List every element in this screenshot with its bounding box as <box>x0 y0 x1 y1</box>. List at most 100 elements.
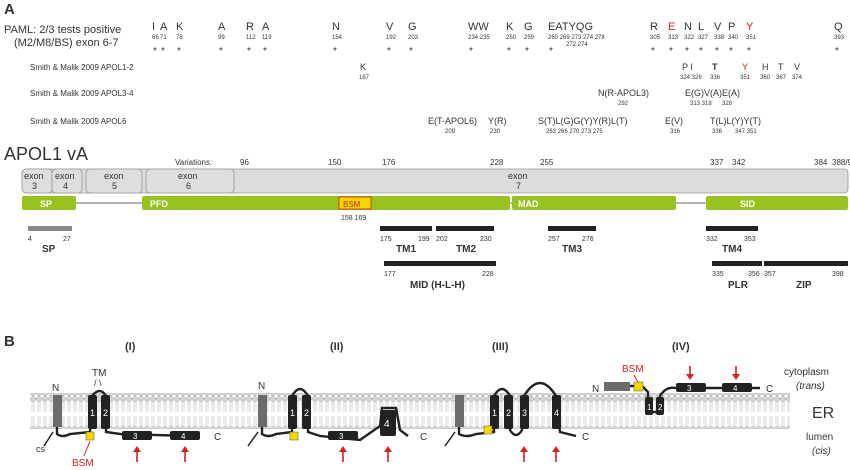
tm3-bar <box>548 226 596 231</box>
red-arrow-head <box>732 374 740 380</box>
signal-peptide <box>604 382 630 391</box>
site-aa: K <box>506 21 514 33</box>
site-pos: 203 <box>408 35 419 41</box>
row3-pos: 230 <box>490 129 501 135</box>
site-aa: A <box>262 21 270 33</box>
c-terminus: C <box>214 432 221 443</box>
exon-label: exon <box>24 171 44 181</box>
row2-label: Smith & Malik 2009 APOL3-4 <box>30 89 134 98</box>
row1-item: K <box>360 62 366 72</box>
row1-pos: 367 <box>776 75 787 81</box>
tm4-bar <box>706 226 758 231</box>
seg-num: 3 <box>339 432 344 441</box>
domain-sid <box>706 196 848 210</box>
c-terminus: C <box>420 432 427 443</box>
exon-label: exon <box>508 171 528 181</box>
red-arrow-head <box>686 374 694 380</box>
row2-pos: 292 <box>618 101 629 107</box>
site-star: * <box>333 46 337 57</box>
row3-pos: 347 351 <box>735 129 757 135</box>
tm-label: TM <box>92 368 106 379</box>
row1-pos: 336 <box>710 75 721 81</box>
seg-num: 4 <box>181 432 186 441</box>
cs-arrow <box>247 431 259 447</box>
seg-num: 4 <box>384 419 390 430</box>
signal-peptide <box>258 395 267 427</box>
row1-pos: 167 <box>359 75 370 81</box>
panel-a-label: A <box>4 1 15 18</box>
seg-num: 4 <box>733 384 738 393</box>
row1-pos: 351 <box>740 75 751 81</box>
row3-pos: 263 266 270 273 275 <box>546 129 603 135</box>
tm-segment-1 <box>88 395 97 429</box>
red-arrow-head <box>181 446 189 452</box>
site-aa: A <box>160 21 168 33</box>
site-pos: 313 <box>668 35 679 41</box>
site-pos: 112 <box>246 35 256 41</box>
cs-arrow <box>43 431 54 447</box>
site-pos: 259 <box>524 35 535 41</box>
tm4-start: 332 <box>706 236 718 243</box>
bsm-label-red: BSM <box>622 364 644 375</box>
site-star: * <box>549 46 553 57</box>
domain-sp <box>22 196 76 210</box>
row1-item: T <box>778 62 784 72</box>
variation-pos: 337 <box>710 158 724 167</box>
site-pos: 119 <box>262 35 272 41</box>
tm3-end: 276 <box>582 236 594 243</box>
row2-item: N(R-APOL3) <box>598 88 649 98</box>
row3-item: E(T-APOL6) <box>428 116 477 126</box>
sp-start: 4 <box>28 236 32 243</box>
segment-3 <box>676 383 706 392</box>
exon-box <box>145 168 235 194</box>
site-aa: G <box>524 21 533 33</box>
site-aa: Q <box>834 21 843 33</box>
seg-num: 4 <box>554 408 559 418</box>
variation-pos: 255 <box>540 158 554 167</box>
row1-pos: 360 <box>760 75 771 81</box>
domain-label: PFD <box>150 199 169 209</box>
domain-label: MAD <box>518 199 539 209</box>
row1-label: Smith & Malik 2009 APOL1-2 <box>30 63 134 72</box>
bsm-marker <box>289 431 299 441</box>
seg-num: 3 <box>687 384 692 393</box>
site-star: * <box>469 46 473 57</box>
bsm-label: BSM <box>343 200 361 209</box>
tm-slashes: / \ <box>94 378 102 388</box>
paml-header-line2: (M2/M8/BS) exon 6-7 <box>14 37 119 49</box>
red-arrow-head <box>552 446 560 452</box>
tm1-bar <box>380 226 432 231</box>
site-aa: EATYQG <box>548 21 593 33</box>
zip-bar <box>764 261 848 266</box>
site-aa: P <box>728 21 735 33</box>
row3-pos: 336 <box>712 129 723 135</box>
tm3-start: 257 <box>548 236 560 243</box>
tm2-end: 230 <box>480 236 492 243</box>
segment-3 <box>328 431 358 440</box>
row2-item: E(G)V(A)E(A) <box>685 88 740 98</box>
site-aa: E <box>668 21 675 33</box>
red-arrow-head <box>520 446 528 452</box>
site-star: * <box>387 46 391 57</box>
mid-label: MID (H-L-H) <box>410 280 465 291</box>
tm-segment-4 <box>552 395 561 429</box>
er-membrane <box>30 393 790 429</box>
n-terminus: N <box>258 381 265 392</box>
row2-pos: 313 318 <box>690 101 712 107</box>
bsm-box <box>338 196 372 210</box>
site-star: * <box>153 46 157 57</box>
model-4: BSM N 1 2 3 4 C <box>592 364 773 415</box>
row3-item: S(T)L(G)G(Y)Y(R)L(T) <box>538 116 628 126</box>
tm-segment-1 <box>288 395 297 429</box>
tm4-label: TM4 <box>722 244 742 255</box>
domain-mad <box>512 196 676 210</box>
model-label-1: (I) <box>125 341 136 353</box>
row2-pos: 328 <box>722 101 733 107</box>
seg-num: 3 <box>522 408 527 418</box>
n-terminus: N <box>592 384 599 395</box>
row3-pos: 209 <box>445 129 456 135</box>
exon-label: exon <box>104 171 124 181</box>
seg-num: 1 <box>90 408 95 418</box>
site-pos: 234 235 <box>468 35 490 41</box>
er-label: ER <box>812 405 834 422</box>
